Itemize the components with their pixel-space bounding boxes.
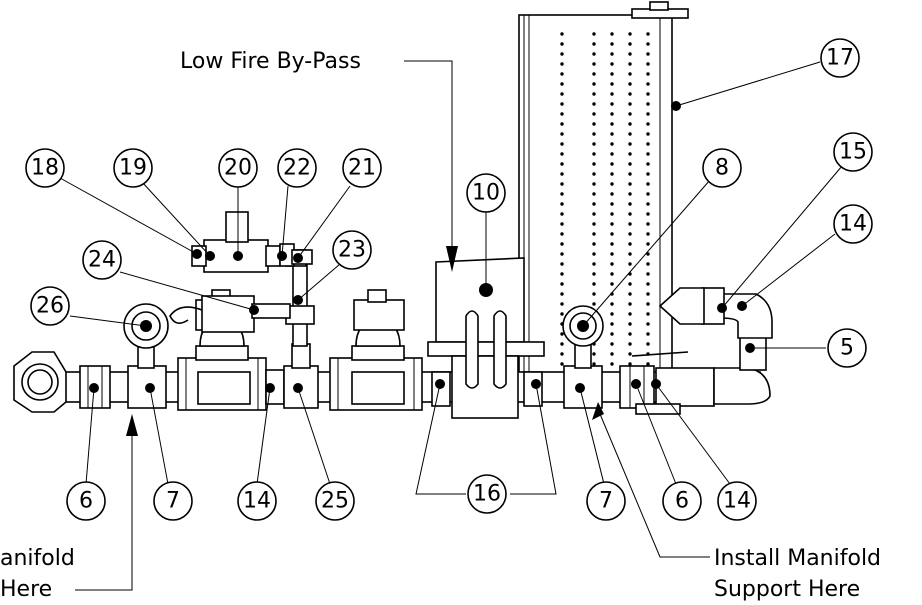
callout-8: 8 [702,148,742,188]
svg-text:5: 5 [840,336,854,361]
callout-6-right: 6 [662,481,702,521]
svg-text:7: 7 [599,489,613,514]
callout-17: 17 [820,38,860,78]
svg-text:14: 14 [243,489,271,514]
callout-19: 19 [113,148,153,188]
svg-text:16: 16 [473,482,501,507]
callout-26: 26 [30,286,70,326]
low-fire-bypass-label: Low Fire By-Pass [180,49,361,74]
svg-text:10: 10 [472,181,500,206]
elbow-riser-5 [701,287,773,405]
callout-24: 24 [82,240,122,280]
callout-7-right: 7 [586,481,626,521]
svg-text:14: 14 [723,489,751,514]
install-support-left-line2: Here [0,577,52,602]
callout-21: 21 [342,148,382,188]
svg-text:8: 8 [715,156,729,181]
svg-text:6: 6 [79,489,93,514]
manifold-support-arrow-right [592,402,710,558]
callout-22: 22 [277,148,317,188]
svg-text:7: 7 [166,489,180,514]
svg-text:18: 18 [31,156,59,181]
callout-7-left: 7 [153,481,193,521]
svg-text:19: 19 [119,156,147,181]
svg-text:23: 23 [338,238,366,263]
svg-text:14: 14 [839,212,867,237]
regulator-20 [191,211,281,273]
install-support-left-line1: anifold [0,546,75,571]
callout-14-upper: 14 [833,204,873,244]
callout-18: 18 [25,148,65,188]
install-support-right-line1: Install Manifold [714,546,881,571]
svg-text:20: 20 [224,156,252,181]
callout-25: 25 [315,481,355,521]
burner-housing [518,1,689,394]
gas-valve-right [329,289,423,411]
ball-valve-14 [631,351,715,415]
svg-text:25: 25 [321,489,349,514]
callout-14-right: 14 [717,481,757,521]
callout-15: 15 [833,132,873,172]
svg-text:22: 22 [283,156,311,181]
svg-text:26: 26 [36,294,64,319]
burner-holes [560,32,650,366]
callout-bubbles: 17 15 14 5 8 10 18 19 20 22 21 23 24 26 … [25,38,873,521]
svg-text:17: 17 [826,46,854,71]
tee-7-left [127,345,167,409]
svg-text:6: 6 [675,489,689,514]
svg-text:15: 15 [839,140,867,165]
callout-23: 23 [332,230,372,270]
svg-text:21: 21 [348,156,376,181]
manifold-support-arrow-left [75,414,138,591]
burner-inlet-15 [658,287,705,325]
callout-10: 10 [466,173,506,213]
callout-6-left: 6 [66,481,106,521]
low-fire-bypass-arrow [404,60,458,272]
leader-lines [59,61,843,495]
svg-text:24: 24 [88,248,116,273]
callout-20: 20 [218,148,258,188]
solenoid-valve-24 [169,295,291,333]
inlet-union [13,351,67,413]
callout-16: 16 [467,474,507,514]
install-support-right-line2: Support Here [714,577,860,602]
callout-14-bottom: 14 [237,481,277,521]
callout-5: 5 [827,328,867,368]
